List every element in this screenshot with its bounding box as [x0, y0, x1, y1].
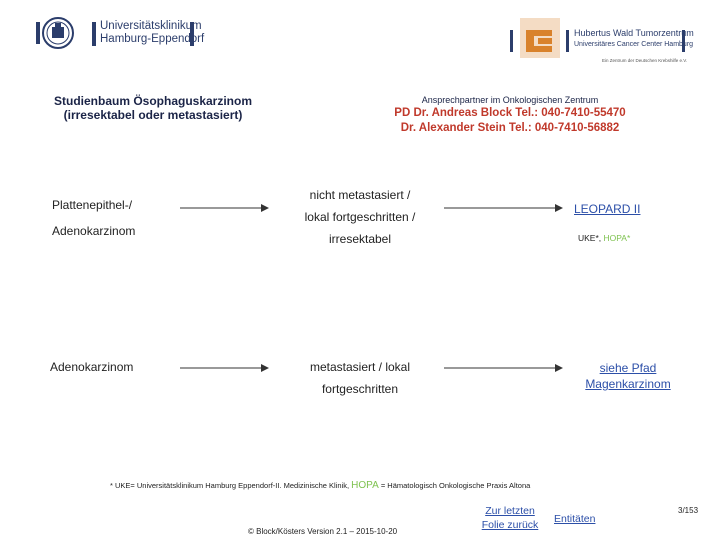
logo-divider: [566, 30, 569, 52]
study-title: Studienbaum Ösophaguskarzinom (irresekta…: [53, 94, 253, 122]
row1-condition: nicht metastasiert / lokal fortgeschritt…: [304, 188, 416, 246]
logo-divider: [682, 30, 685, 52]
study-sites: UKE*, HOPA*: [578, 233, 631, 243]
htz-tagline: Ein Zentrum der Deutschen Krebshilfe e.V…: [602, 58, 688, 63]
hubertus-wald-logo: [520, 18, 560, 58]
logo-divider: [190, 22, 194, 46]
htz-logo-text: Hubertus Wald Tumorzentrum Universitäres…: [574, 28, 694, 48]
contact-label: Ansprechpartner im Onkologischen Zentrum: [421, 95, 599, 105]
back-link[interactable]: Zur letzten Folie zurück: [481, 505, 539, 531]
entities-link[interactable]: Entitäten: [554, 513, 596, 525]
contact-stein: Dr. Alexander Stein Tel.: 040-7410-56882: [400, 122, 620, 134]
leopard-study-link[interactable]: LEOPARD II: [574, 202, 641, 216]
logo-divider: [92, 22, 96, 46]
contact-block: PD Dr. Andreas Block Tel.: 040-7410-5547…: [394, 107, 626, 119]
footnote: * UKE= Universitätsklinikum Hamburg Eppe…: [110, 480, 531, 491]
row2-condition: metastasiert / lokal fortgeschritten: [309, 360, 411, 396]
page-number: 3/153: [678, 506, 699, 515]
copyright: © Block/Kösters Version 2.1 – 2015-10-20: [248, 527, 398, 536]
uke-seal-logo: [36, 17, 74, 49]
entity-label-squamous: Plattenepithel-/ Adenokarzinom: [52, 198, 136, 238]
gastric-path-link[interactable]: siehe Pfad Magenkarzinom: [585, 361, 671, 391]
logo-divider: [510, 30, 513, 52]
uke-logo-text: Universitätsklinikum Hamburg-Eppendorf: [100, 20, 205, 45]
entity-label-adeno: Adenokarzinom: [50, 360, 134, 374]
